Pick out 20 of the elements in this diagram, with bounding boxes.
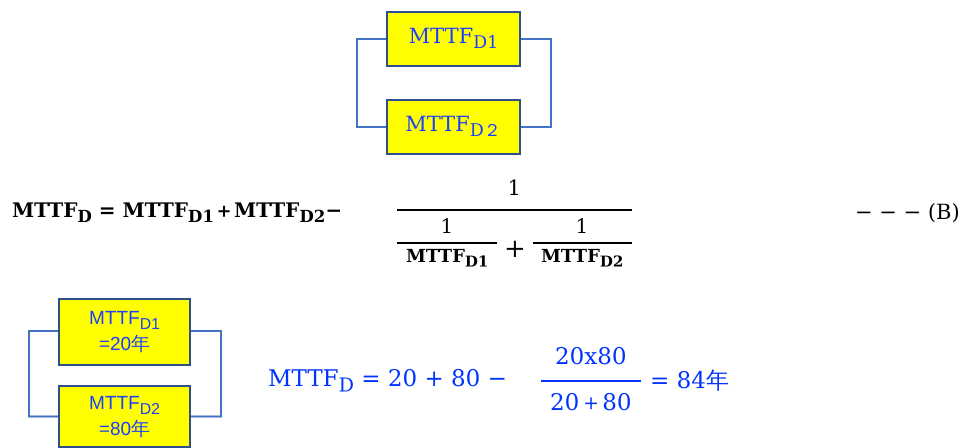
formula-result: = 84年 — [650, 370, 729, 392]
denominator: 20＋80 — [550, 392, 632, 414]
connector-line — [521, 38, 552, 128]
formula-text: MTTF$_{D}$ = MTTF$_{D1}$＋MTTF$_{D2}$− — [12, 200, 342, 224]
numerator: 1 — [508, 178, 521, 198]
plus-sign: + — [504, 236, 526, 262]
numerator: 1 — [576, 216, 588, 236]
component-box: MTTF$_{D2}$ =80年 — [58, 385, 191, 448]
formula-text: MTTF$_{D}$ = 20 + 80 − — [268, 368, 507, 394]
equation-number: − − − (B) — [855, 202, 960, 222]
denominator: MTTF$_{D1}$ — [406, 248, 488, 270]
numerator: 20x80 — [555, 346, 627, 368]
component-box: MTTF$_{D1}$ — [386, 11, 521, 67]
numerator: 1 — [440, 216, 454, 236]
connector-line — [191, 330, 222, 418]
component-box: MTTF$_{D２}$ — [386, 99, 521, 155]
component-box: MTTF$_{D1}$ =20年 — [58, 298, 191, 366]
denominator: MTTF$_{D2}$ — [541, 248, 624, 270]
connector-line — [28, 330, 58, 418]
connector-line — [356, 38, 386, 128]
